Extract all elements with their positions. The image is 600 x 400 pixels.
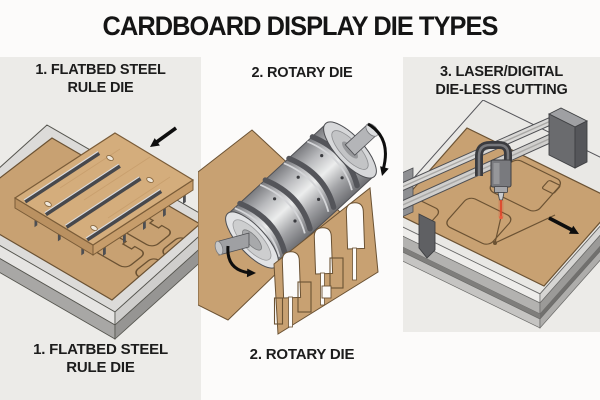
panel-laser-header-line1: 3. LASER/DIGITAL xyxy=(439,64,563,80)
panel-flatbed-header-line1: 1. FLATBED STEEL xyxy=(35,62,166,78)
cut-path-outlines xyxy=(403,159,562,245)
panel-flatbed-header: 1. FLATBED STEEL RULE DIE xyxy=(0,62,201,97)
panel-flatbed-caption-line2: RULE DIE xyxy=(66,359,135,377)
steel-rules xyxy=(23,151,163,242)
die-board xyxy=(13,132,195,256)
rotation-arrow-right-icon xyxy=(367,122,389,176)
cylinder-blades xyxy=(234,134,360,258)
panel-laser-header: 3. LASER/DIGITAL DIE-LESS CUTTING xyxy=(403,64,600,99)
press-arrow-icon xyxy=(150,126,178,147)
feed-arrow-icon xyxy=(548,216,579,234)
web-cutouts xyxy=(273,201,366,328)
rotary-cylinder xyxy=(214,121,379,269)
panel-rotary-header-line1: 2. ROTARY DIE xyxy=(251,65,353,81)
board-holes xyxy=(44,154,154,232)
panel-flatbed-header-line2: RULE DIE xyxy=(67,79,134,96)
rotary-die-illustration xyxy=(198,121,389,335)
gantry-left-upright xyxy=(403,167,414,217)
panel-rotary-header: 2. ROTARY DIE xyxy=(201,65,403,83)
panel-flatbed-caption-line1: 1. FLATBED STEEL xyxy=(33,341,168,358)
laser-cutter-illustration xyxy=(403,100,600,329)
rotation-arrow-left-icon xyxy=(226,245,256,278)
panel-laser-header-line2: DIE-LESS CUTTING xyxy=(435,81,568,98)
page-title: CARDBOARD DISPLAY DIE TYPES xyxy=(102,11,499,41)
cutting-head xyxy=(475,141,512,220)
cylinder-right-end xyxy=(323,121,379,179)
cut-start-dot xyxy=(493,241,497,245)
laser-beam xyxy=(498,200,504,220)
gantry-end-plate xyxy=(547,107,589,169)
panel-rotary-caption-line1: 2. ROTARY DIE xyxy=(249,346,355,363)
cardboard-web-out xyxy=(273,187,379,335)
panel-flatbed-caption: 1. FLATBED STEEL RULE DIE xyxy=(0,341,201,378)
panel-rotary-caption: 2. ROTARY DIE xyxy=(201,346,403,364)
bed-corner-bracket xyxy=(418,213,436,259)
flatbed-die-illustration xyxy=(0,124,201,340)
